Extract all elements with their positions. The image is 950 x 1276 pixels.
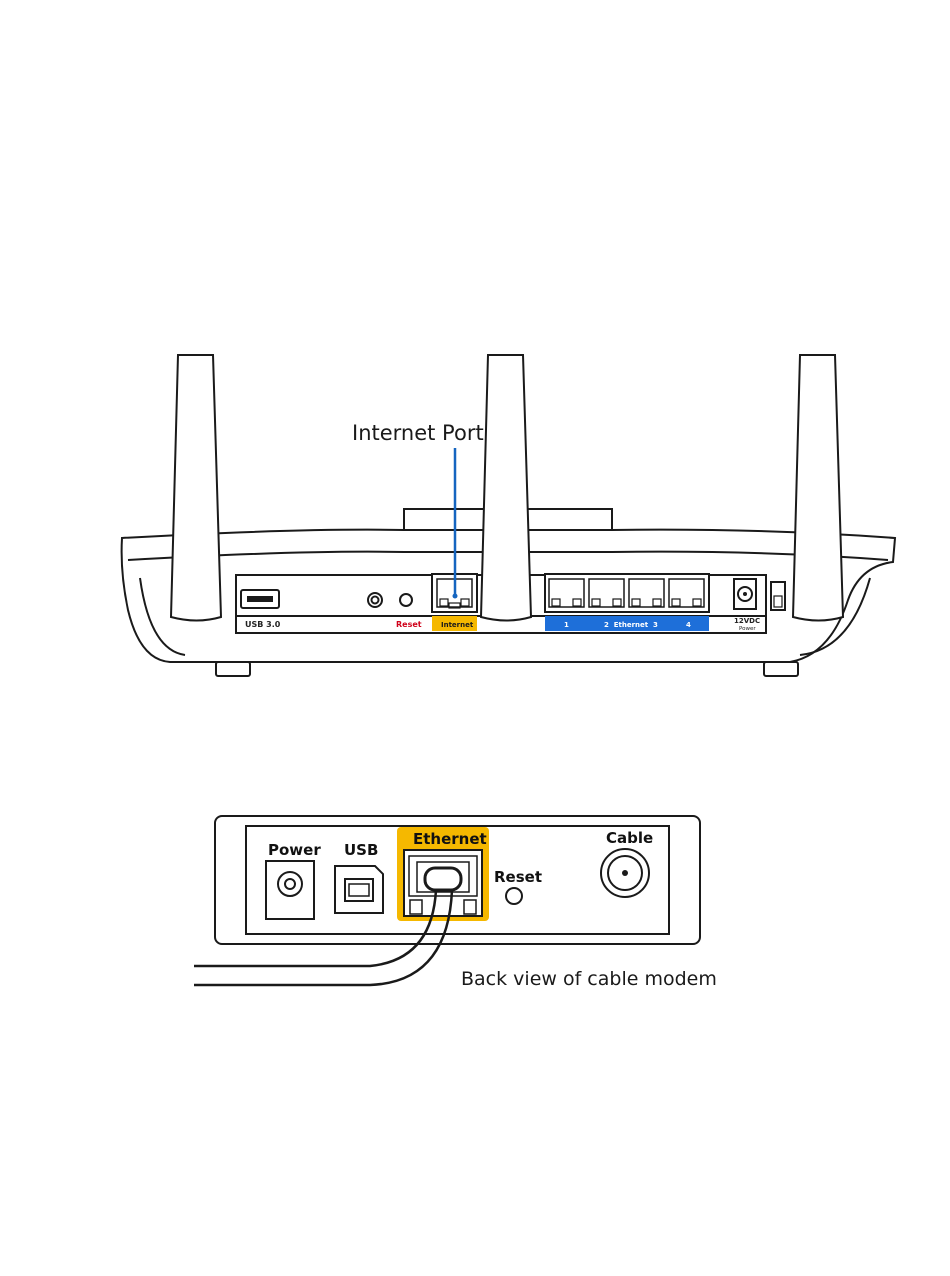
power-voltage-label: 12VDC: [734, 617, 760, 625]
modem-reset-button: [506, 888, 522, 904]
modem-caption: Back view of cable modem: [461, 968, 717, 990]
router-back-view: [122, 355, 895, 676]
modem-usb-port: [335, 866, 383, 913]
modem-usb-label: USB: [344, 841, 378, 859]
router-foot-right: [764, 662, 798, 676]
modem-power-label: Power: [268, 841, 321, 859]
router-foot-left: [216, 662, 250, 676]
power-label: Power: [739, 626, 756, 632]
ethernet-label-1: 1: [564, 621, 569, 629]
internet-label: Internet: [441, 621, 474, 629]
ethernet-cable-plug: [425, 868, 461, 890]
internet-port-callout: Internet Port: [352, 421, 484, 445]
antenna-left: [171, 355, 221, 621]
modem-ethernet-label: Ethernet: [413, 830, 487, 848]
reset-label: Reset: [396, 620, 422, 629]
antenna-right: [793, 355, 843, 621]
modem-reset-label: Reset: [494, 868, 542, 886]
ethernet-label-mid: 2 Ethernet 3: [604, 621, 658, 629]
usb-3-label: USB 3.0: [245, 620, 281, 629]
modem-cable-label: Cable: [606, 829, 653, 847]
wps-button: [368, 593, 382, 607]
reset-button: [400, 594, 412, 606]
ethernet-label-4: 4: [686, 621, 691, 629]
antenna-center: [481, 355, 531, 621]
